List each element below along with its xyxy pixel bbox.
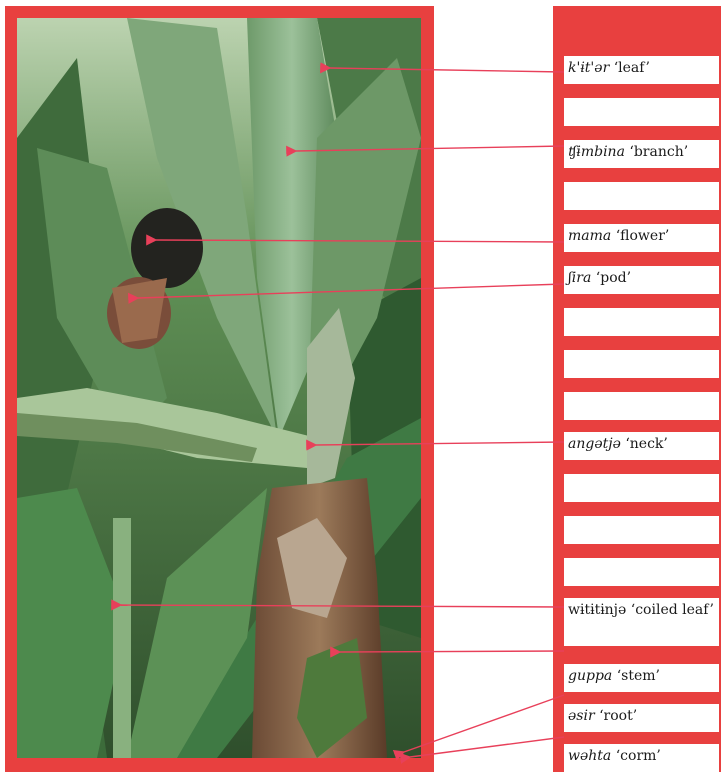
label-pod: ʃira ‘pod’	[564, 266, 719, 294]
empty-label-slot	[564, 516, 719, 544]
gloss-pod: ‘pod’	[596, 270, 631, 286]
label-stem: guppa ‘stem’	[564, 664, 719, 692]
term-branch: ʧɨmbina	[568, 144, 625, 160]
term-root: əsir	[568, 708, 595, 724]
label-flower: mama ‘flower’	[564, 224, 719, 252]
plant-illustration	[17, 18, 421, 758]
label-branch: ʧɨmbina ‘branch’	[564, 140, 719, 168]
gloss-leaf: ‘leaf’	[614, 60, 650, 76]
empty-label-slot	[564, 182, 719, 210]
gloss-root: ‘root’	[599, 708, 637, 724]
gloss-coiled-leaf: ‘coiled leaf’	[631, 602, 714, 618]
label-neck: angətjə ‘neck’	[564, 432, 719, 460]
label-root: əsir ‘root’	[564, 704, 719, 732]
gloss-flower: ‘flower’	[616, 228, 670, 244]
term-flower: mama	[568, 228, 611, 244]
label-coiled-leaf: wɨtɨtɨnjə ‘coiled leaf’	[564, 598, 719, 646]
label-leaf: k'ɨt'ər ‘leaf’	[564, 56, 719, 84]
empty-label-slot	[564, 474, 719, 502]
photo-frame	[5, 6, 434, 772]
term-leaf: k'ɨt'ər	[568, 60, 609, 76]
term-coiled-leaf: wɨtɨtɨnjə	[568, 602, 626, 618]
empty-label-slot	[564, 558, 719, 586]
empty-label-slot	[564, 308, 719, 336]
gloss-branch: ‘branch’	[629, 144, 688, 160]
term-neck: angətjə	[568, 436, 621, 452]
gloss-neck: ‘neck’	[625, 436, 668, 452]
gloss-stem: ‘stem’	[617, 668, 660, 684]
empty-label-slot	[564, 98, 719, 126]
gloss-corm: ‘corm’	[616, 748, 661, 764]
term-stem: guppa	[568, 668, 612, 684]
empty-label-slot	[564, 350, 719, 378]
label-corm: wəhta ‘corm’	[564, 744, 719, 772]
term-pod: ʃira	[568, 270, 591, 286]
term-corm: wəhta	[568, 748, 611, 764]
empty-label-slot	[564, 392, 719, 420]
label-panel: k'ɨt'ər ‘leaf’ ʧɨmbina ‘branch’ mama ‘fl…	[553, 6, 721, 772]
enset-plant-photo	[17, 18, 421, 758]
